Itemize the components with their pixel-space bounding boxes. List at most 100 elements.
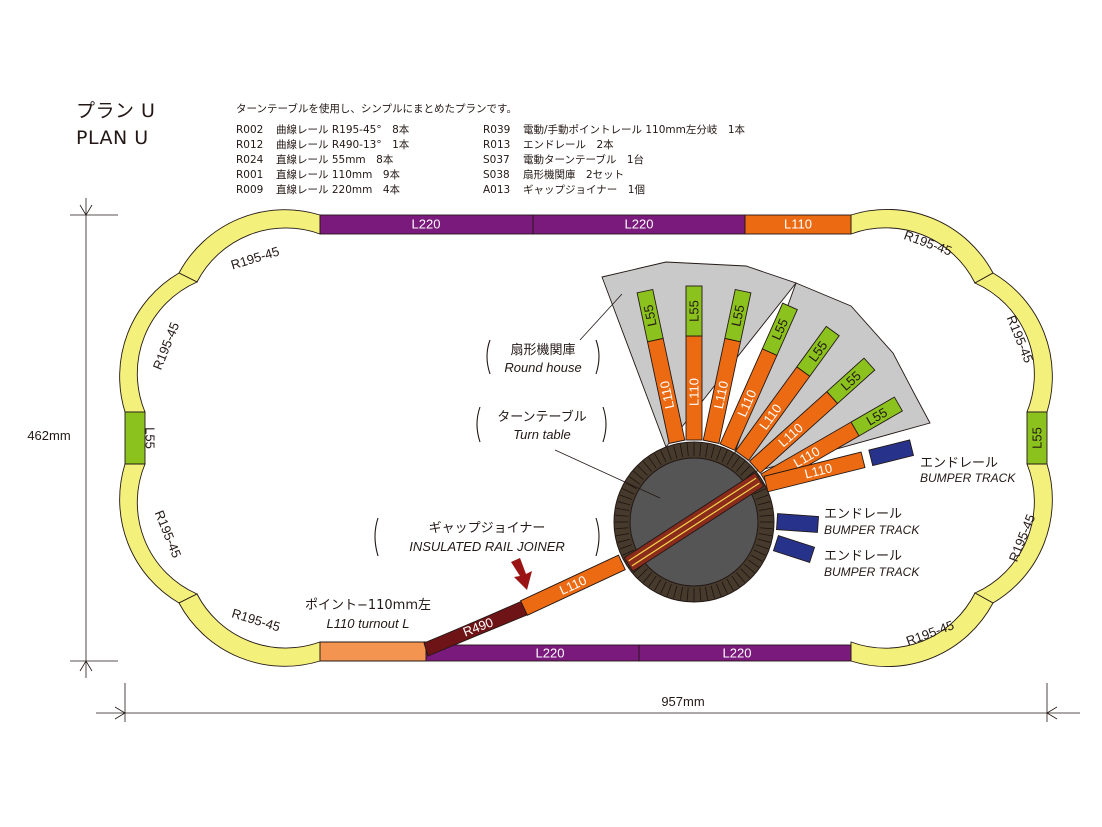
stall-track-l55 <box>761 302 798 356</box>
turntable-tick <box>637 568 648 579</box>
bumper-label-en: BUMPER TRACK <box>920 471 1016 485</box>
insulated-joiner-arrow <box>511 558 532 590</box>
turntable-tick <box>617 538 631 543</box>
stall-track-l55 <box>685 285 703 337</box>
dimension-width-label: 957mm <box>661 694 704 709</box>
track-label-l55: L55 <box>687 300 702 322</box>
turnout-track <box>319 641 429 662</box>
turntable-tick <box>615 514 629 517</box>
turntable-tick <box>710 445 715 459</box>
curve-track <box>119 463 199 604</box>
bumper-label-en: BUMPER TRACK <box>824 523 920 537</box>
bumper-label-jp: エンドレール <box>824 507 902 522</box>
turntable-tick <box>679 444 683 458</box>
turntable-tick <box>633 470 644 480</box>
turntable-tick <box>666 583 672 597</box>
joiner-callout: ギャップジョイナー INSULATED RAIL JOINER <box>374 517 600 557</box>
turntable-tick <box>744 564 755 574</box>
turntable-tick <box>629 476 641 485</box>
turntable-tick <box>753 549 766 556</box>
curve-track <box>178 209 321 283</box>
turntable-tick <box>705 444 709 458</box>
bumper-track <box>772 534 816 564</box>
turntable-tick <box>615 527 629 530</box>
turntable-tick <box>750 554 763 562</box>
turntable-tick <box>673 445 678 459</box>
straight-track-l220 <box>638 644 852 662</box>
turntable-tick <box>616 507 630 511</box>
bumper-track <box>776 513 819 533</box>
stall-track-l55 <box>796 325 840 377</box>
roundhouse-label-en: Round house <box>504 360 581 375</box>
turntable-tick <box>705 586 709 600</box>
turntable-tick <box>648 457 657 469</box>
turntable-callout: ターンテーブル Turn table <box>476 406 661 499</box>
joiner-label-jp: ギャップジョイナー <box>429 521 546 536</box>
turntable-tick <box>759 527 773 530</box>
track-label-l220: L220 <box>536 646 565 661</box>
turntable-tick <box>726 453 734 466</box>
roundhouse-stall-track: L110 L55 <box>636 288 686 444</box>
track-label-curve: R195-45 <box>230 606 282 635</box>
turntable-tick <box>673 585 678 599</box>
turntable-tick <box>731 575 740 587</box>
track-label-l110: L110 <box>687 378 702 406</box>
track-label-l220: L220 <box>625 217 654 232</box>
straight-track-l220 <box>425 644 640 662</box>
turntable-tick <box>716 447 722 461</box>
track-label-l110: L110 <box>657 380 677 410</box>
track-label-l55: L55 <box>728 303 747 327</box>
turntable-tick <box>710 585 715 599</box>
track-label-l110: L110 <box>803 460 834 481</box>
turntable-tick <box>642 461 652 472</box>
roundhouse-stall-track: L110 L55 <box>702 288 752 444</box>
turntable-tick <box>660 450 667 463</box>
turntable-tick <box>666 447 672 461</box>
track-label-l220: L220 <box>412 217 441 232</box>
turntable-tick <box>759 514 773 517</box>
turntable-tick <box>642 572 652 583</box>
turntable-tick <box>619 494 633 500</box>
turntable-tick <box>736 572 746 583</box>
straight-track-l55 <box>124 411 146 465</box>
turntable-tick <box>622 549 635 556</box>
dimension-height <box>70 198 118 678</box>
turntable-tick <box>617 501 631 506</box>
turntable-tick <box>616 533 630 537</box>
roundhouse-callout: 扇形機関庫 Round house <box>486 293 623 375</box>
turntable-tick <box>758 507 772 511</box>
turntable-bridge <box>623 472 765 572</box>
plan-title-en: PLAN U <box>76 127 149 149</box>
turntable-tick <box>758 533 772 537</box>
plan-intro: ターンテーブルを使用し、シンプルにまとめたプランです。 <box>236 103 517 115</box>
turntable-tick <box>736 461 746 472</box>
track-label-curve: R195-45 <box>152 508 185 560</box>
turnout-label-en: L110 turnout L <box>327 616 410 631</box>
bumper-label-jp: エンドレール <box>824 549 902 564</box>
turntable-tick <box>755 494 769 500</box>
turntable-tick <box>648 575 657 587</box>
turntable-tick <box>731 457 740 469</box>
dimension-height-label: 462mm <box>27 428 70 443</box>
track-label-l55: L55 <box>143 427 158 449</box>
bumper-track <box>868 439 915 467</box>
turntable-tick <box>619 544 633 550</box>
branch-track-l110: L110 <box>520 554 626 616</box>
turntable-tick <box>679 586 683 600</box>
turntable-tick <box>686 587 689 601</box>
track-label-l110: L110 <box>711 380 731 410</box>
turntable-tick <box>686 443 689 457</box>
track-label-r490: R490 <box>461 614 495 639</box>
turntable-tick <box>622 488 635 495</box>
roundhouse-stall-track: L110 L55 <box>685 285 703 441</box>
track-label-l55: L55 <box>641 303 660 327</box>
